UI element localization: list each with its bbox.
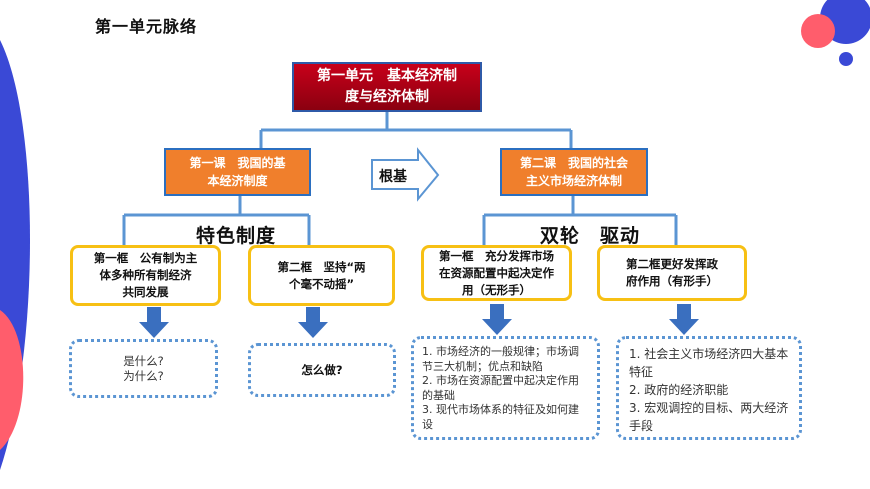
left-red-arc: [0, 310, 24, 450]
foundation-arrow: [371, 147, 440, 202]
content-4-item-1: 1. 社会主义市场经济四大基本特征: [629, 347, 789, 379]
down-arrow-2: [298, 307, 328, 338]
frame-3-label: 第一框 充分发挥市场 在资源配置中起决定作 用（无形手）: [439, 248, 554, 297]
lesson-1-label: 第一课 我国的基 本经济制度: [189, 156, 286, 188]
frame-3-box: 第一框 充分发挥市场 在资源配置中起决定作 用（无形手）: [421, 245, 572, 301]
unit-root-box: 第一单元 基本经济制 度与经济体制: [292, 62, 482, 112]
lesson-2-box: 第二课 我国的社会 主义市场经济体制: [500, 148, 648, 196]
content-1-line-2: 为什么?: [123, 368, 164, 383]
frame-2-label: 第二框 坚持“两 个毫不动摇”: [277, 259, 366, 291]
content-box-4: 1. 社会主义市场经济四大基本特征 2. 政府的经济职能 3. 宏观调控的目标、…: [616, 336, 802, 440]
lesson-2-label: 第二课 我国的社会 主义市场经济体制: [519, 156, 628, 188]
frame-1-label: 第一框 公有制为主 体多种所有制经济 共同发展: [93, 251, 198, 299]
page-title: 第一单元脉络: [95, 17, 198, 36]
content-3-item-1: 1. 市场经济的一般规律；市场调节三大机制；优点和缺陷: [422, 345, 579, 373]
foundation-arrow-label: 根基: [379, 169, 407, 185]
connector-lines: [122, 112, 678, 245]
frame-4-label: 第二框更好发挥政 府作用（有形手）: [626, 257, 718, 288]
down-arrow-3: [482, 304, 512, 335]
content-2-line-1: 怎么做?: [301, 362, 343, 377]
content-3-item-2: 2. 市场在资源配置中起决定作用的基础: [422, 374, 579, 402]
lesson-1-box: 第一课 我国的基 本经济制度: [164, 148, 311, 196]
top-right-red-circle: [801, 14, 835, 48]
content-4-item-3: 3. 宏观调控的目标、两大经济手段: [629, 401, 789, 433]
down-arrow-1: [139, 307, 169, 338]
frame-2-box: 第二框 坚持“两 个毫不动摇”: [248, 245, 395, 306]
left-heading: 特色制度: [196, 225, 277, 247]
down-arrows: [139, 304, 699, 338]
content-4-item-2: 2. 政府的经济职能: [629, 383, 729, 397]
content-box-3: 1. 市场经济的一般规律；市场调节三大机制；优点和缺陷 2. 市场在资源配置中起…: [411, 336, 600, 440]
frame-1-box: 第一框 公有制为主 体多种所有制经济 共同发展: [70, 245, 221, 306]
content-box-1: 是什么? 为什么?: [69, 339, 218, 398]
top-right-small-circle: [839, 52, 853, 66]
content-box-2: 怎么做?: [248, 343, 396, 397]
content-1-line-1: 是什么?: [123, 353, 164, 368]
right-heading: 双轮 驱动: [540, 225, 641, 247]
frame-4-box: 第二框更好发挥政 府作用（有形手）: [597, 245, 747, 301]
down-arrow-4: [669, 304, 699, 335]
unit-root-label: 第一单元 基本经济制 度与经济体制: [317, 68, 457, 105]
content-3-item-3: 3. 现代市场体系的特征及如何建设: [422, 403, 579, 431]
